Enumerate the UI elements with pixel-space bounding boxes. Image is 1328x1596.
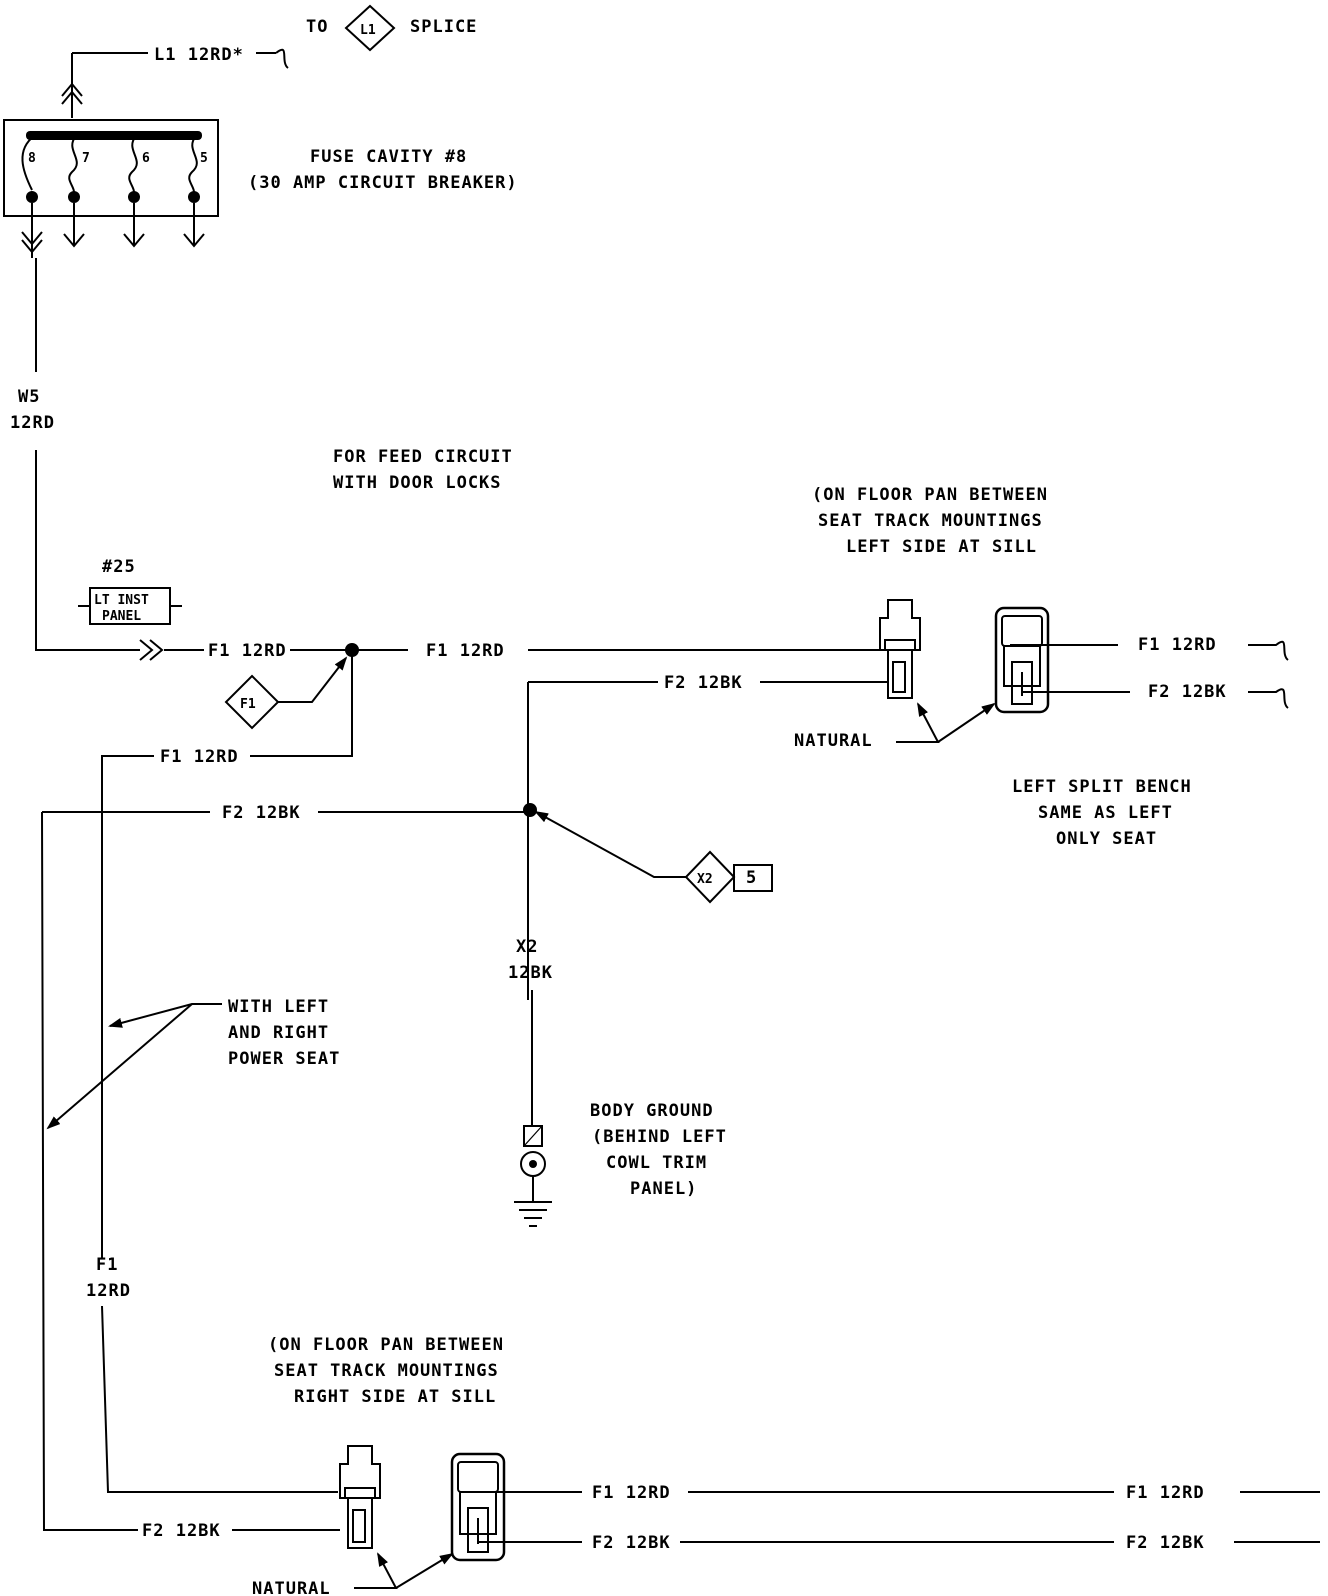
ground-line2: (BEHIND LEFT: [592, 1127, 727, 1147]
connector-25-number: #25: [102, 557, 136, 577]
wire-f1-label-b: F1 12RD: [426, 641, 505, 661]
natural-arrow-left-a: [896, 702, 940, 743]
fuse-title-line1: FUSE CAVITY #8: [310, 147, 467, 167]
wire-f2-label-right-a: F2 12BK: [592, 1533, 671, 1553]
natural-arrow-right-b: [395, 1552, 454, 1589]
split-bench-line2: SAME AS LEFT: [1038, 803, 1173, 823]
fuse-output-7: [63, 203, 85, 248]
wire-f1-label-c: F1 12RD: [160, 747, 239, 767]
connector-25-line2: PANEL: [102, 609, 141, 624]
f1-vertical-line1: F1: [96, 1255, 118, 1275]
splice-label: SPLICE: [410, 17, 477, 37]
wire-f2-label-b: F2 12BK: [222, 803, 301, 823]
fuse-pin-8: 8: [28, 151, 36, 166]
power-seat-arrow-a: [108, 1003, 222, 1028]
l1-splice-symbol: L1: [344, 4, 396, 52]
w5-line1: W5: [18, 387, 40, 407]
wire-l1-label: L1 12RD*: [154, 45, 244, 65]
feed-note-line1: FOR FEED CIRCUIT: [333, 447, 513, 467]
wire-w5-lower: [35, 450, 140, 651]
wire-f2-label-left-out: F2 12BK: [1148, 682, 1227, 702]
x2-wire-line1: X2: [516, 937, 538, 957]
wire-f1-branch: [101, 755, 154, 1258]
wire-f2-label-a: F2 12BK: [664, 673, 743, 693]
power-seat-line1: WITH LEFT: [228, 997, 329, 1017]
chevron-up-icon: [61, 82, 83, 105]
chevron-down-icon: [21, 231, 43, 254]
natural-arrow-left-b: [937, 702, 996, 743]
splice-junction-x2: [523, 803, 537, 817]
fuse-title-line2: (30 AMP CIRCUIT BREAKER): [248, 173, 518, 193]
f1-splice-arrow: [278, 656, 348, 703]
wire-l1-right: [256, 48, 289, 69]
right-seat-connector-female: [450, 1452, 506, 1562]
fuse-output-5: [183, 203, 205, 248]
wire-left-f2-end: [1248, 688, 1289, 709]
natural-arrow-right-a: [354, 1552, 398, 1589]
natural-label-right: NATURAL: [252, 1579, 331, 1596]
to-label: TO: [306, 17, 328, 37]
wire-f2-left-drop: [41, 811, 138, 1531]
power-seat-line2: AND RIGHT: [228, 1023, 329, 1043]
x2-splice-number: 5: [746, 868, 757, 888]
ground-line3: COWL TRIM: [606, 1153, 707, 1173]
wire-f1-branch-lower: [101, 1305, 338, 1493]
left-seat-connector-male: [879, 599, 921, 699]
power-seat-arrow-b: [46, 1003, 193, 1130]
w5-line2: 12RD: [10, 413, 55, 433]
wire-f2-label-right-b: F2 12BK: [1126, 1533, 1205, 1553]
right-mount-line1: (ON FLOOR PAN BETWEEN: [268, 1335, 504, 1355]
f1-splice-label: F1: [240, 697, 256, 712]
ground-icon: [514, 1125, 552, 1227]
wire-f1-label-left-out: F1 12RD: [1138, 635, 1217, 655]
split-bench-line1: LEFT SPLIT BENCH: [1012, 777, 1192, 797]
power-seat-line3: POWER SEAT: [228, 1049, 340, 1069]
wire-f1-label-right-a: F1 12RD: [592, 1483, 671, 1503]
fuse-pin-7: 7: [82, 151, 90, 166]
wire-f1-label-a: F1 12RD: [208, 641, 287, 661]
wire-f2-upper: [527, 681, 658, 1000]
fuse-cavity-box: [3, 119, 219, 217]
fuse-pin-6: 6: [142, 151, 150, 166]
feed-note-line2: WITH DOOR LOCKS: [333, 473, 502, 493]
left-mount-line3: LEFT SIDE AT SILL: [846, 537, 1037, 557]
l1-splice-label: L1: [360, 23, 376, 38]
ground-line1: BODY GROUND: [590, 1101, 714, 1121]
right-seat-connector-male: [339, 1445, 381, 1549]
wire-left-f1-end: [1248, 640, 1289, 661]
x2-splice-symbol: X2 5: [684, 850, 773, 904]
connector-25-line1: LT INST: [94, 593, 149, 608]
x2-wire-line2: 12BK: [508, 963, 553, 983]
left-mount-line1: (ON FLOOR PAN BETWEEN: [812, 485, 1048, 505]
x2-splice-label: X2: [697, 872, 713, 887]
right-mount-line2: SEAT TRACK MOUNTINGS: [274, 1361, 499, 1381]
left-mount-line2: SEAT TRACK MOUNTINGS: [818, 511, 1043, 531]
ground-line4: PANEL): [630, 1179, 697, 1199]
right-mount-line3: RIGHT SIDE AT SILL: [294, 1387, 496, 1407]
connector-25: LT INST PANEL: [78, 587, 182, 625]
wire-l1-left: [71, 52, 148, 118]
left-seat-connector-female: [994, 606, 1050, 714]
f1-splice-symbol: F1: [224, 674, 280, 730]
fuse-pin-5: 5: [200, 151, 208, 166]
wire-f1-label-right-b: F1 12RD: [1126, 1483, 1205, 1503]
natural-label-left: NATURAL: [794, 731, 873, 751]
fuse-output-6: [123, 203, 145, 248]
wire-f2-label-right-in: F2 12BK: [142, 1521, 221, 1541]
wire-f1-drop: [250, 650, 353, 757]
chevron-right-icon: [139, 639, 164, 661]
x2-splice-arrow: [534, 811, 686, 878]
f1-vertical-line2: 12RD: [86, 1281, 131, 1301]
split-bench-line3: ONLY SEAT: [1056, 829, 1157, 849]
